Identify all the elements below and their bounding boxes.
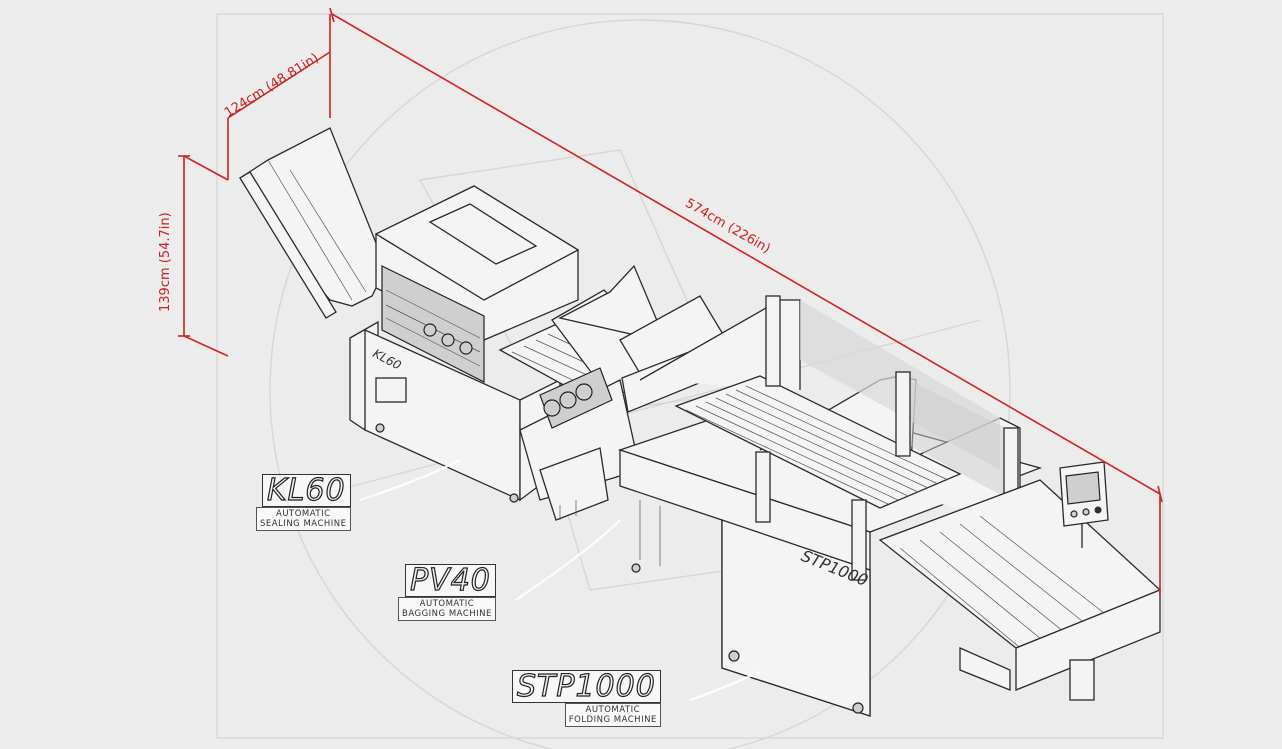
stp1000-desc-line1: AUTOMATIC: [585, 705, 641, 715]
pv40-description: AUTOMATIC BAGGING MACHINE: [398, 597, 496, 621]
pv40-desc-line1: AUTOMATIC: [419, 599, 475, 609]
kl60-conveyor-side: [239, 171, 337, 319]
height-dimension-label: 139cm (54.7in): [158, 212, 173, 312]
pv40-label-card: PV40 AUTOMATIC BAGGING MACHINE: [398, 564, 496, 621]
pv40-model-name: PV40: [405, 564, 496, 597]
pv40-desc-line2: BAGGING MACHINE: [402, 609, 492, 619]
length-dimension-line: [331, 13, 1161, 495]
width-dimension-line: [227, 51, 331, 119]
stp-outfeed-front: [1015, 589, 1161, 691]
stp1000-machine: STP1000: [617, 295, 1162, 717]
stp1000-model-name: STP1000: [512, 670, 661, 703]
kl60-desc-line1: AUTOMATIC: [276, 509, 331, 519]
stp-conveyor-belts: [674, 375, 962, 509]
stp-control-panel: [1059, 461, 1109, 548]
kl60-desc-line2: SEALING MACHINE: [260, 519, 347, 529]
stp-post: [755, 451, 771, 523]
stp1000-label-card: STP1000 AUTOMATIC FOLDING MACHINE: [512, 670, 661, 727]
stp-post: [851, 499, 867, 581]
kl60-label-card: KL60 AUTOMATIC SEALING MACHINE: [256, 474, 351, 531]
stp1000-description: AUTOMATIC FOLDING MACHINE: [564, 703, 661, 727]
kl60-description: AUTOMATIC SEALING MACHINE: [256, 507, 351, 531]
label-leader-lines: [359, 459, 761, 702]
pv40-pneumatics: [539, 447, 609, 521]
dimension-lines: [178, 7, 1163, 596]
kl60-model-name: KL60: [261, 474, 351, 507]
kl60-window: [381, 265, 485, 383]
stp1000-desc-line2: FOLDING MACHINE: [568, 715, 657, 725]
frame-border: [216, 13, 1164, 739]
